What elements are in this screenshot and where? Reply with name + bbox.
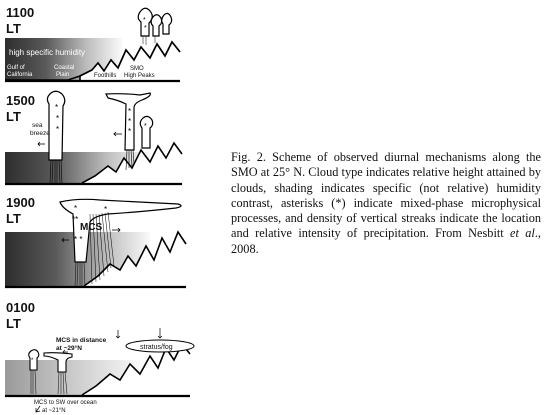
gulf-label-1: Gulf of — [7, 65, 25, 71]
cumulonimbus-cloud — [46, 90, 154, 161]
diurnal-mechanisms-figure: 1100 LT high specific humidity Gulf of C… — [5, 5, 195, 414]
terrain-fill — [84, 232, 186, 286]
terrain-profile — [83, 230, 187, 287]
panel-lt: LT — [6, 21, 21, 36]
plain-label-2: Plain — [56, 72, 69, 78]
svg-text:**: ** — [72, 215, 78, 224]
cumulus-cloud — [137, 7, 173, 37]
stratus-fog-cloud — [125, 339, 195, 353]
panel-time: 1900 — [6, 195, 35, 210]
stratus-label: stratus/fog — [140, 344, 173, 351]
svg-text:*: * — [128, 117, 131, 126]
rain-streaks — [49, 149, 135, 184]
panel-time: 1100 — [6, 5, 34, 20]
rain-streaks — [30, 369, 68, 395]
mcs-distance-label-1: MCS in distance — [56, 337, 107, 344]
svg-text:* *: * * — [74, 235, 82, 244]
svg-text:*: * — [144, 123, 147, 130]
panel-1100: 1100 LT high specific humidity Gulf of C… — [5, 5, 181, 83]
panel-0100: 0100 LT stratus/fog MCS in distance at ~… — [5, 300, 195, 414]
pointer-arrow-icon — [35, 405, 41, 413]
smo-label-2: High Peaks — [124, 73, 155, 79]
foothills-label: Foothills — [94, 73, 116, 79]
caption-main: Fig. 2. Scheme of observed diurnal mecha… — [231, 150, 541, 241]
flow-arrow-icon — [61, 227, 121, 243]
terrain-profile — [81, 141, 183, 184]
mcs-distance-label-2: at ~29°N — [56, 344, 82, 352]
svg-text:*: * — [128, 127, 131, 136]
panel-lt: LT — [6, 211, 21, 226]
svg-text:*: * — [144, 25, 147, 32]
mcs-sw-label-2: at ~21°N — [42, 408, 66, 414]
svg-text:*: * — [56, 114, 59, 123]
panel-1500: 1500 LT * * * * * * * sea breeze — [5, 90, 183, 186]
asterisk-marks: * — [143, 17, 146, 24]
svg-text:*: * — [104, 205, 107, 214]
rain-streaks — [74, 211, 115, 287]
svg-text:*: * — [56, 125, 59, 134]
panel-time: 0100 — [6, 300, 35, 315]
asterisk-marks: * — [31, 358, 34, 364]
plain-label-1: Coastal — [54, 65, 74, 71]
panel-1900: 1900 LT MCS * ** * * * — [5, 195, 187, 289]
svg-text:*: * — [128, 107, 131, 116]
caption-end: ., 2008. — [231, 226, 541, 256]
terrain-fill — [82, 143, 182, 183]
flow-arrow-icon — [37, 131, 122, 147]
mcs-label: MCS — [80, 222, 103, 233]
panel-time: 1500 — [6, 93, 35, 108]
caption-etal: et al — [510, 226, 535, 241]
gulf-label-2: California — [7, 72, 33, 78]
cumulonimbus-cloud — [28, 349, 73, 373]
figure-caption: Fig. 2. Scheme of observed diurnal mecha… — [231, 150, 541, 257]
panel-lt: LT — [6, 316, 21, 331]
smo-label-1: SMO — [130, 66, 144, 72]
sea-breeze-label-1: sea — [32, 122, 43, 129]
terrain-profile — [81, 342, 191, 396]
panel-lt: LT — [6, 109, 21, 124]
rain-streaks — [142, 36, 156, 45]
asterisk-marks: * — [74, 204, 77, 213]
asterisk-marks: * — [55, 103, 58, 112]
humidity-label: high specific humidity — [9, 48, 85, 57]
sea-breeze-label-2: breeze — [30, 130, 50, 137]
mcs-sw-label-1: MCS to SW over ocean — [34, 400, 97, 406]
